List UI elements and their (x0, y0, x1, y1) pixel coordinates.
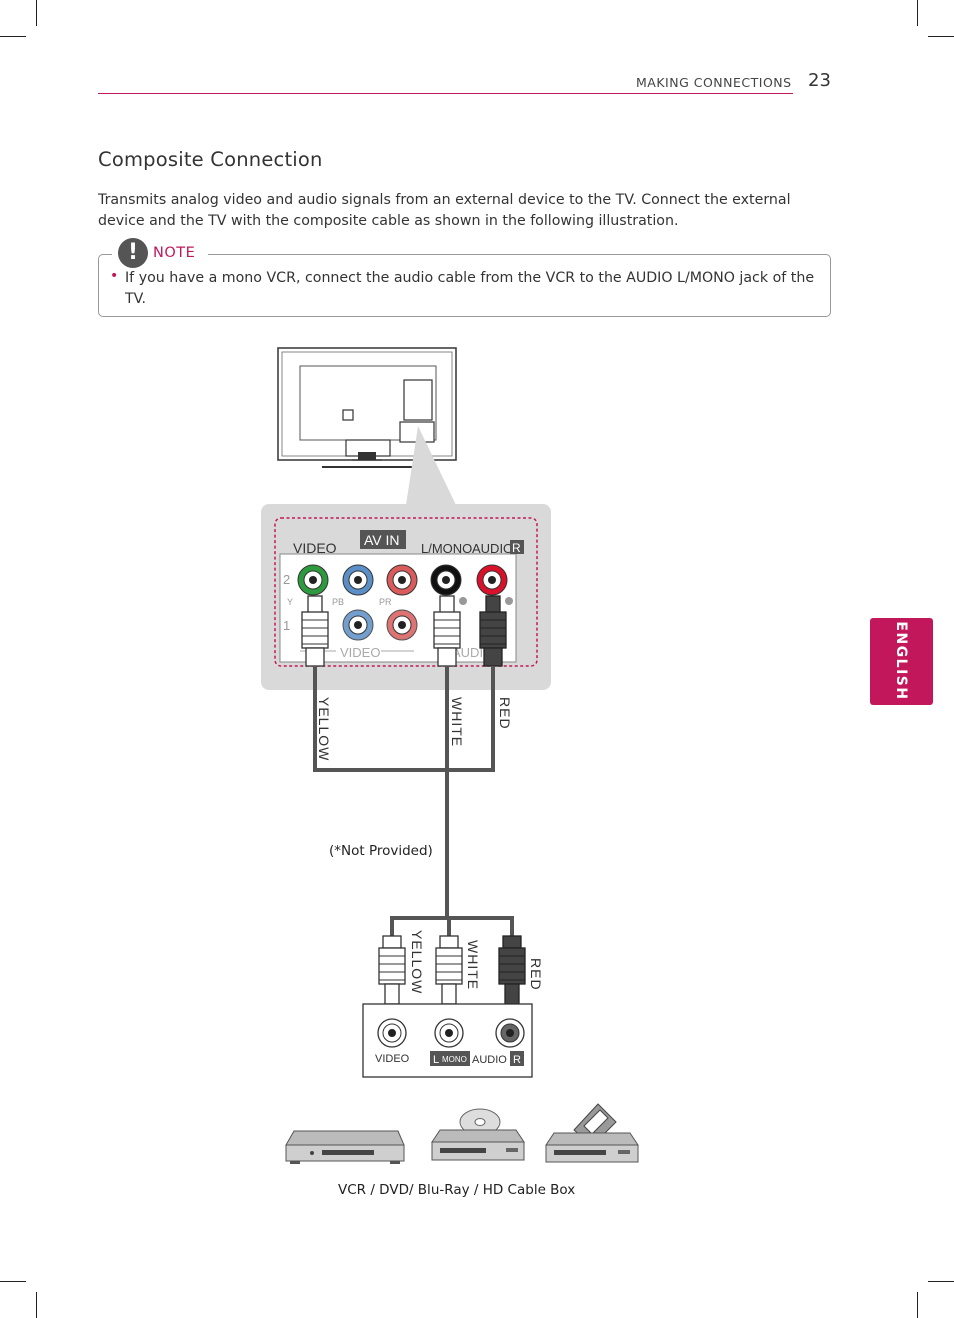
tv-row-2-label: 2 (283, 572, 290, 587)
upper-plug-yellow (301, 595, 329, 667)
tv-audio-label: AUDIO (472, 541, 513, 556)
crop-mark (928, 1281, 954, 1282)
note-label: NOTE (153, 245, 196, 261)
device-video-label: VIDEO (375, 1053, 410, 1065)
lower-plug-yellow (378, 935, 406, 1005)
dvd-player-illustration (431, 1108, 525, 1161)
tv-audio-bottom-label: AUDIO (452, 645, 493, 660)
page-number: 23 (808, 70, 831, 91)
cable-box-illustration (545, 1103, 639, 1163)
note-bullet: • (110, 268, 119, 284)
device-jack-panel: VIDEO L MONO AUDIO R (362, 1003, 533, 1078)
crop-mark (0, 36, 26, 37)
upper-plug-red (479, 595, 507, 667)
tv-video-label: VIDEO (293, 540, 337, 556)
crop-mark (36, 1292, 37, 1318)
device-l-label: L (433, 1054, 439, 1066)
tv-video-bottom-label: VIDEO (340, 645, 380, 660)
tv-pr-label: PR (379, 597, 392, 607)
lower-label-red: RED (528, 958, 544, 991)
intro-paragraph: Transmits analog video and audio signals… (98, 192, 791, 229)
upper-label-white: WHITE (449, 697, 465, 747)
tv-jack-panel: VIDEO AV IN L/MONO AUDIO R 2 1 Y PB PR V… (261, 504, 551, 690)
devices-caption: VCR / DVD/ Blu-Ray / HD Cable Box (338, 1182, 576, 1198)
tv-y-label: Y (287, 597, 293, 607)
tv-r-label: R (512, 541, 521, 555)
lower-plug-red (498, 935, 526, 1005)
crop-mark (36, 0, 37, 26)
running-header-section: MAKING CONNECTIONS (636, 75, 792, 90)
tv-pb-label: PB (332, 597, 344, 607)
crop-mark (917, 1292, 918, 1318)
upper-label-red: RED (497, 697, 513, 730)
note-item: If you have a mono VCR, connect the audi… (125, 270, 815, 307)
crop-mark (917, 0, 918, 26)
callout-wedge (406, 426, 456, 505)
cable-lower (390, 916, 514, 938)
upper-label-yellow: YELLOW (316, 697, 332, 761)
lower-label-white: WHITE (465, 940, 481, 990)
exclamation-icon: ! (118, 238, 148, 268)
crop-mark (0, 1281, 26, 1282)
tv-back-illustration (277, 347, 457, 468)
lower-label-yellow: YELLOW (409, 930, 425, 994)
note-box (98, 254, 831, 317)
tv-lmono-label: L/MONO (421, 541, 472, 556)
lower-plug-white (435, 935, 463, 1005)
cable-upper (313, 666, 495, 918)
device-r-label: R (513, 1054, 521, 1066)
tv-av-in-label: AV IN (364, 532, 400, 548)
not-provided-caption: (*Not Provided) (329, 843, 433, 859)
vcr-illustration (285, 1130, 405, 1164)
section-title: Composite Connection (98, 148, 323, 171)
device-mono-label: MONO (442, 1055, 467, 1064)
upper-plug-white (433, 595, 461, 667)
crop-mark (928, 36, 954, 37)
header-rule (98, 93, 793, 94)
device-audio-label: AUDIO (472, 1054, 507, 1066)
language-tab (870, 618, 933, 705)
tv-row-1-label: 1 (283, 618, 290, 633)
